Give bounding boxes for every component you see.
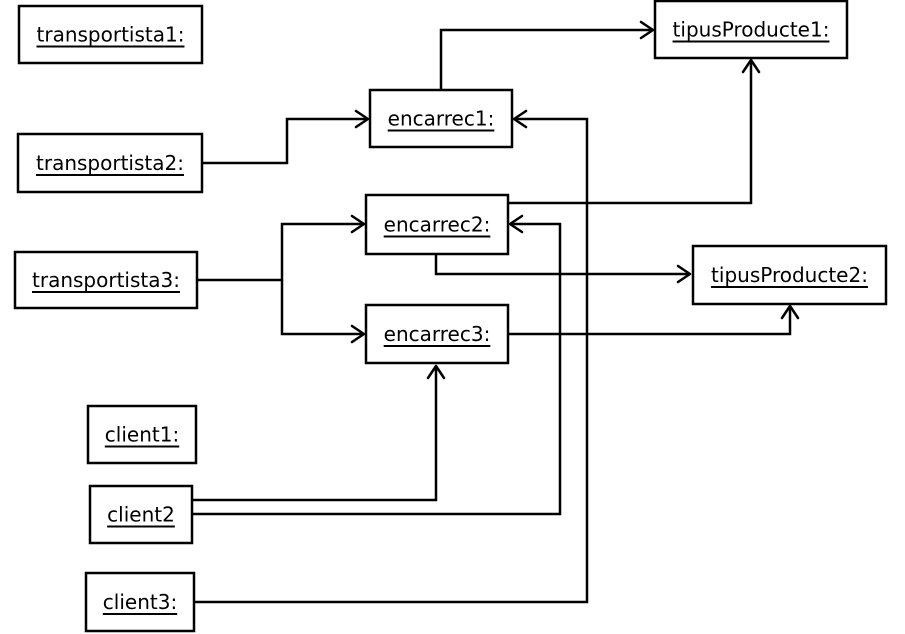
object-transportista1[interactable]: transportista1: <box>17 4 204 65</box>
link-encarrec2-tipusproducte2 <box>434 254 692 284</box>
link-client3-encarrec1 <box>195 109 589 604</box>
object-label: encarrec2: <box>384 213 491 237</box>
link-encarrec3-tipusproducte2 <box>508 304 800 336</box>
object-label: client1: <box>105 423 179 447</box>
object-transportista2[interactable]: transportista2: <box>16 132 204 194</box>
object-label: encarrec3: <box>384 322 491 346</box>
object-label: tipusProducte1: <box>673 18 830 42</box>
object-label: tipusProducte2: <box>711 263 868 287</box>
object-client3[interactable]: client3: <box>84 571 196 633</box>
object-label: transportista1: <box>37 23 185 47</box>
object-label: encarrec1: <box>388 107 495 131</box>
link-encarrec1-tipusproducte1 <box>439 20 655 90</box>
object-encarrec2[interactable]: encarrec2: <box>364 193 510 256</box>
link-transportista3-encarrec3 <box>280 280 366 344</box>
object-label: client2 <box>107 503 175 527</box>
object-label: transportista2: <box>36 151 184 175</box>
link-client2-encarrec3 <box>192 364 446 502</box>
link-transportista2-encarrec1 <box>202 109 370 165</box>
object-client1[interactable]: client1: <box>86 404 198 465</box>
link-encarrec2-tipusproducte1 <box>508 58 761 205</box>
links <box>192 20 800 604</box>
object-tipusproducte2[interactable]: tipusProducte2: <box>691 244 888 306</box>
object-encarrec1[interactable]: encarrec1: <box>368 88 514 149</box>
link-transportista3-encarrec2 <box>197 214 366 282</box>
link-client2-encarrec2 <box>192 214 562 516</box>
object-label: client3: <box>103 590 177 614</box>
object-transportista3[interactable]: transportista3: <box>13 250 199 310</box>
object-encarrec3[interactable]: encarrec3: <box>364 303 510 365</box>
object-label: transportista3: <box>32 268 180 292</box>
object-client2[interactable]: client2 <box>88 484 194 545</box>
object-tipusproducte1[interactable]: tipusProducte1: <box>653 0 849 60</box>
